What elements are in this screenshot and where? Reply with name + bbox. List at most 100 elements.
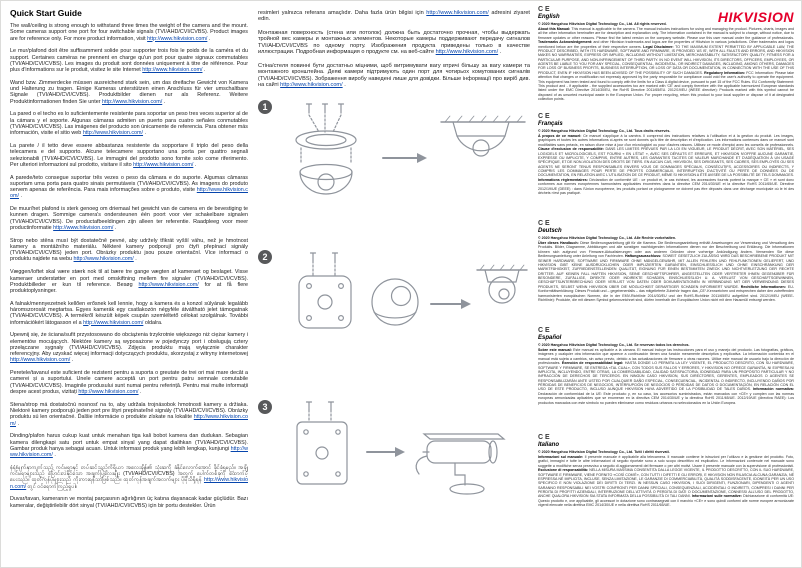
language-heading: English <box>538 14 560 20</box>
hikvision-link[interactable]: http://www.hikvision.com/ <box>83 319 144 326</box>
paragraph-text: . <box>202 67 206 74</box>
ce-mark-icon: CE <box>538 434 552 441</box>
step-number-badge: 1 <box>258 99 272 114</box>
bullet-camera-diagram <box>296 401 506 495</box>
paragraph-text: for at få flere produktoplysninger. <box>10 281 248 295</box>
language-heading: Italiano <box>538 442 560 448</box>
paragraph-text: Væggen/loftet skal være stærk nok til at… <box>10 269 248 288</box>
intro-paragraph-da: Væggen/loftet skal være stærk nok til at… <box>10 269 248 294</box>
legal-subheading: Esclusione di responsabilità: <box>538 468 590 473</box>
intro-paragraph-en: The wall/ceiling is strong enough to wit… <box>10 23 248 42</box>
ce-mark-icon: CE <box>538 327 552 334</box>
paragraph-text: . <box>16 420 19 427</box>
turret-camera-diagram <box>298 252 528 329</box>
paragraph-text: . <box>162 98 166 105</box>
legal-text-run: HASTA DONDE LO PERMITA LA LEY VIGENTE, E… <box>538 361 794 392</box>
legal-subheading: Haftungsausschluss: <box>625 254 663 259</box>
paragraph-text: . <box>138 388 142 395</box>
intro-paragraph-ro: Peretele/tavanul este suficient de rezis… <box>10 370 248 395</box>
hikvision-link[interactable]: http://www.hikvision.com/ <box>435 49 499 56</box>
step-number-badge: 3 <box>258 399 272 414</box>
paragraph-text: Peretele/tavanul este suficient de rezis… <box>10 370 248 395</box>
copyright-line: © 2020 Hangzhou Hikvision Digital Techno… <box>538 21 667 26</box>
hikvision-link[interactable]: http://www.hikvision.com/ <box>73 256 134 263</box>
copyright-line: © 2020 Hangzhou Hikvision Digital Techno… <box>538 128 671 133</box>
legal-text-run: Dichiarazione di conformità UE: Questo p… <box>538 494 794 508</box>
installation-step-1: 1 <box>258 96 530 240</box>
intro-paragraph-pt: A parede/teto consegue suportar três vez… <box>10 175 248 200</box>
language-heading: Français <box>538 121 563 127</box>
hikvision-link[interactable]: http://www.hikvision.com/ <box>78 388 139 395</box>
legal-text-run: and other Hikvision trademarks and logos… <box>538 40 794 49</box>
hikvision-link[interactable]: http://www.hikvision.com/ <box>10 477 248 490</box>
paragraph-text: . <box>133 256 137 263</box>
paragraph-text: . <box>143 130 147 137</box>
hikvision-link[interactable]: http://www.hikvision.com/ <box>10 187 248 200</box>
legal-subheading: Trademarks Acknowledgement: <box>538 40 594 45</box>
ce-mark-icon: CE <box>538 6 552 13</box>
hikvision-link[interactable]: http://www.hikvision.com/ <box>280 82 343 89</box>
legal-text-run: Declaración de conformidad de la UE: Est… <box>538 391 794 405</box>
hikvision-link[interactable]: http://www.hikvision.com/ <box>147 35 208 42</box>
hikvision-link[interactable]: http://www.hikvision.com/ <box>10 445 248 459</box>
legal-subheading: Regulatory Information: <box>704 70 747 75</box>
paragraph-text: Duvar/tavan, kameranın ve montaj parçası… <box>10 496 248 509</box>
legal-text-run: Este manual es aplicable a la cámara. El… <box>538 348 794 366</box>
intro-paragraph-sk: Stena/strop má dostatočnú nosnosť na to,… <box>10 402 248 427</box>
paragraph-text: Wand bzw. Zimmerdecke müssen ausreichend… <box>10 79 248 105</box>
legal-subheading: À propos de ce manuel: <box>538 134 584 138</box>
hikvision-link[interactable]: http://www.hikvision.com/ <box>102 98 163 105</box>
legal-text-run: DANS LES LIMITES PRÉVUES PAR LA LOI EN V… <box>538 147 794 178</box>
installation-step-3: 3 <box>258 396 530 540</box>
hikvision-logo: HIKVISION <box>717 9 794 25</box>
copyright-line: © 2020 Hangzhou Hikvision Digital Techno… <box>538 449 670 454</box>
paragraph-text: . <box>70 357 74 364</box>
paragraph-text: နံရံ/မျက်နှာကျက်သည် ကင်မရာနှင့် တပ်ဆင်သည… <box>10 464 248 484</box>
hikvision-link[interactable]: http://www.hikvision.com/ <box>133 161 194 168</box>
paragraph-text: oldalra. <box>143 319 163 326</box>
hikvision-link[interactable]: http://www.hikvision.com/ <box>10 414 248 427</box>
intro-paragraph-uk: Стіна/стеля повинні бути достатньо міцни… <box>258 63 530 89</box>
paragraph-text: . <box>498 49 502 56</box>
legal-subheading: Exención de responsabilidad legal: <box>561 361 625 366</box>
left-column: Quick Start Guide The wall/ceiling is st… <box>10 8 248 562</box>
legal-text: Informazioni sul manuale: Il presente ma… <box>538 455 794 508</box>
intro-paragraph-tr: Duvar/tavan, kameranın ve montaj parçası… <box>10 496 248 509</box>
paragraph-text: La pared o el techo es lo suficientement… <box>10 111 248 137</box>
legal-text-run: EU-Konformitätserklärung: Dieses Produkt… <box>538 284 794 302</box>
multilingual-notes-continued: resimleri yalnızca referans amaçlıdır. D… <box>258 10 530 89</box>
intro-paragraph-cs: Strop nebo stěna musí být dostatečně pev… <box>10 238 248 263</box>
legal-text: About this Manual: This manual is applic… <box>538 27 794 101</box>
middle-column: resimleri yalnızca referans amaçlıdır. D… <box>258 10 530 562</box>
hikvision-link[interactable]: http://www.hikvision.com/ <box>82 130 144 137</box>
legal-text-run: Il presente manuale è applicabile alla t… <box>538 455 794 468</box>
copyright-line: © 2020 Hangzhou Hikvision Digital Techno… <box>538 342 690 347</box>
hikvision-link[interactable]: http://www.hikvision.com/ <box>142 67 203 74</box>
copyright-line: © 2020 Hangzhou Hikvision Digital Techno… <box>538 235 677 240</box>
paragraph-text: တွင် ဝင်ရောက်ကြည့်ရှုပါ။ <box>26 483 78 490</box>
legal-subheading: Información normativa: <box>753 387 794 392</box>
hikvision-link[interactable]: http://www.hikvision.com/ <box>138 281 199 288</box>
multilingual-notes-list: The wall/ceiling is strong enough to wit… <box>10 23 248 509</box>
intro-paragraph-es: La pared o el techo es lo suficientement… <box>10 111 248 136</box>
intro-paragraph-nl: De muur/het plafond is sterk genoeg om d… <box>10 206 248 231</box>
intro-paragraph-it: La parete / il tetto deve essere abbasta… <box>10 143 248 168</box>
legal-text: Über dieses Handbuch: Diese Bedienungsan… <box>538 241 794 302</box>
paragraph-text: . <box>193 161 197 168</box>
legal-text: Sobre este manual: Este manual es aplica… <box>538 348 794 405</box>
legal-subheading: Informations réglementaires: <box>538 177 590 182</box>
hikvision-link[interactable]: http://www.hikvision.com/ <box>426 10 489 16</box>
paragraph-text: Upewnij się, że ściana/sufit przystosowa… <box>10 332 248 358</box>
ce-mark-icon: CE <box>538 113 552 120</box>
hikvision-link[interactable]: http://www.hikvision.com/ <box>53 224 114 231</box>
paragraph-text: Dinding/plafon harus cukup kuat untuk me… <box>10 433 248 452</box>
paragraph-text: . <box>342 82 346 89</box>
intro-paragraph-ru: Монтажная поверхность (стена или потолок… <box>258 30 530 56</box>
hikvision-link[interactable]: http://www.hikvision.com/ <box>10 357 71 364</box>
step-number-badge: 2 <box>258 249 272 264</box>
